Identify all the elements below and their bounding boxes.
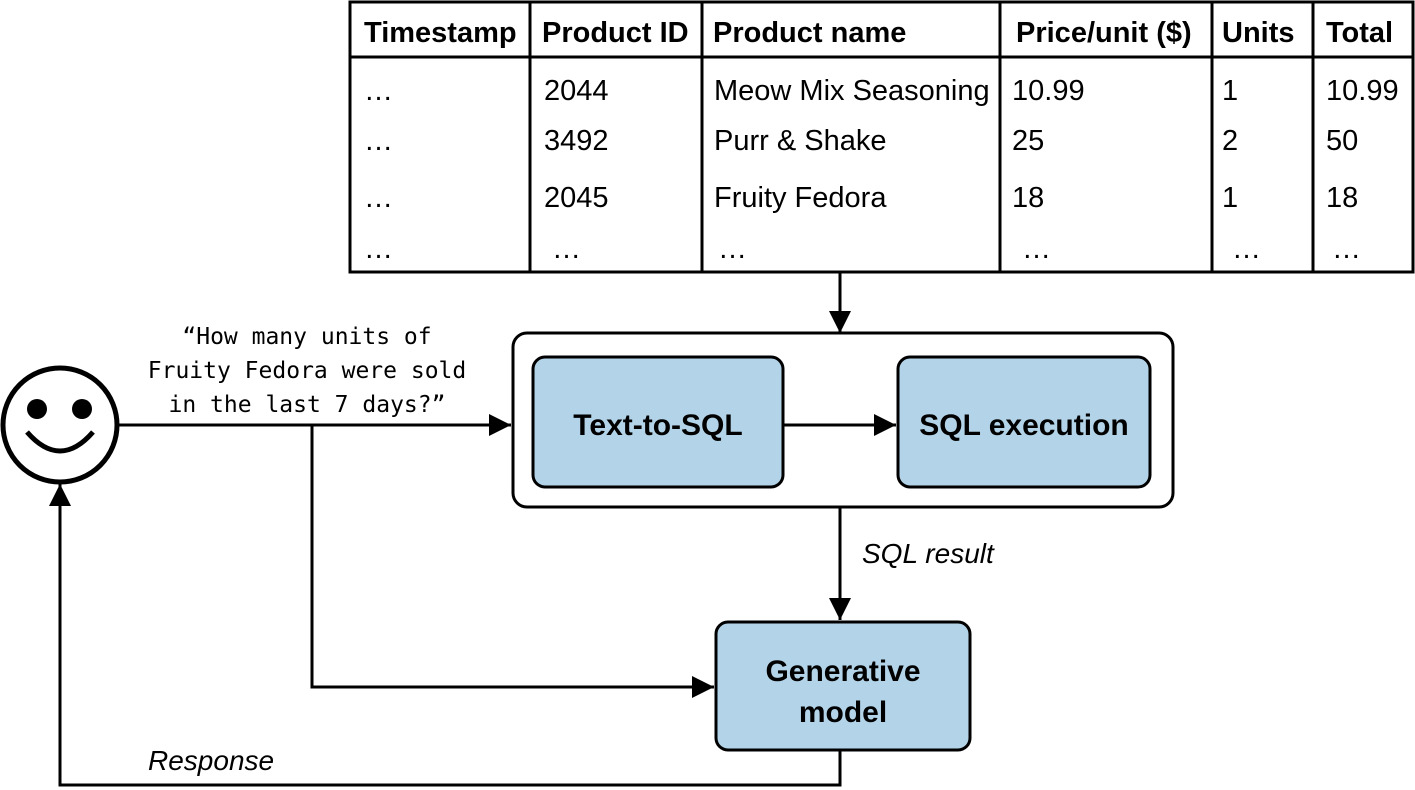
table-row: … 2044 Meow Mix Seasoning 10.99 1 10.99 bbox=[364, 75, 1399, 107]
svg-text:“How many units of: “How many units of bbox=[182, 324, 431, 350]
sql-result-label: SQL result bbox=[862, 538, 995, 569]
table-cell: 2044 bbox=[544, 75, 609, 107]
table-cell: Fruity Fedora bbox=[714, 182, 887, 214]
table-cell: 1 bbox=[1222, 182, 1238, 214]
table-cell: 25 bbox=[1012, 125, 1044, 157]
response-label: Response bbox=[148, 745, 274, 776]
table-cell: … bbox=[364, 233, 393, 265]
sql-execution-box: SQL execution bbox=[896, 355, 1152, 489]
table-cell: 1 bbox=[1222, 75, 1238, 107]
table-cell: 2045 bbox=[544, 182, 609, 214]
header-units: Units bbox=[1222, 17, 1295, 49]
table-border bbox=[348, 0, 1415, 274]
table-cell: 10.99 bbox=[1326, 75, 1399, 107]
table-cell: … bbox=[1332, 233, 1361, 265]
header-product-name: Product name bbox=[713, 17, 906, 49]
query-to-model-arrow bbox=[310, 425, 714, 698]
svg-text:Fruity Fedora were sold: Fruity Fedora were sold bbox=[148, 358, 467, 384]
table-cell: 10.99 bbox=[1012, 75, 1085, 107]
svg-text:in the last 7 days?”: in the last 7 days?” bbox=[169, 392, 446, 418]
generative-model-box: Generative model bbox=[714, 620, 972, 752]
smiley-face-icon bbox=[0, 365, 120, 485]
column-dividers bbox=[528, 2, 1315, 272]
table-cell: Meow Mix Seasoning bbox=[714, 75, 990, 107]
svg-text:model: model bbox=[799, 696, 887, 729]
sales-table: Timestamp Product ID Product name Price/… bbox=[348, 0, 1415, 274]
table-row: … … … … … … bbox=[364, 233, 1361, 265]
svg-text:Generative: Generative bbox=[765, 655, 920, 688]
header-price: Price/unit ($) bbox=[1016, 17, 1192, 49]
table-cell: 50 bbox=[1326, 125, 1358, 157]
response-arrow bbox=[49, 484, 842, 787]
table-cell: Purr & Shake bbox=[714, 125, 886, 157]
header-timestamp: Timestamp bbox=[364, 17, 517, 49]
table-row: … 2045 Fruity Fedora 18 1 18 bbox=[364, 182, 1358, 214]
user-query: “How many units of Fruity Fedora were so… bbox=[148, 324, 467, 418]
table-header: Timestamp Product ID Product name Price/… bbox=[364, 17, 1393, 49]
table-cell: … bbox=[1232, 233, 1261, 265]
table-row: … 3492 Purr & Shake 25 2 50 bbox=[364, 125, 1358, 157]
table-cell: … bbox=[1022, 233, 1051, 265]
svg-text:Text-to-SQL: Text-to-SQL bbox=[573, 409, 742, 442]
text-to-sql-box: Text-to-SQL bbox=[531, 355, 785, 489]
table-cell: … bbox=[552, 233, 581, 265]
table-cell: … bbox=[364, 125, 393, 157]
table-cell: … bbox=[364, 182, 393, 214]
table-cell: … bbox=[718, 233, 747, 265]
header-product-id: Product ID bbox=[542, 17, 689, 49]
table-cell: 18 bbox=[1012, 182, 1044, 214]
svg-text:SQL execution: SQL execution bbox=[919, 409, 1129, 442]
table-cell: 2 bbox=[1222, 125, 1238, 157]
table-cell: 18 bbox=[1326, 182, 1358, 214]
table-cell: 3492 bbox=[544, 125, 609, 157]
header-total: Total bbox=[1326, 17, 1393, 49]
table-cell: … bbox=[364, 75, 393, 107]
